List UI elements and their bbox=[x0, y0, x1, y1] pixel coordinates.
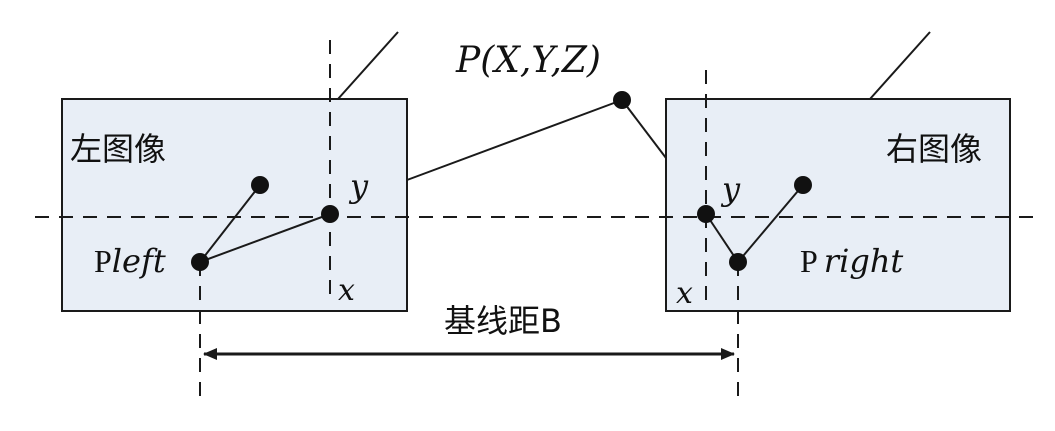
ray-from-point-p bbox=[621, 99, 667, 159]
left-diagonal-line bbox=[337, 31, 399, 100]
pright-point bbox=[729, 253, 747, 271]
left-line-to-pleft-b bbox=[199, 213, 331, 263]
right-line-to-pright-a bbox=[705, 213, 739, 263]
pleft-label: Pleft bbox=[94, 242, 166, 280]
right-image-label: 右图像 bbox=[886, 130, 982, 168]
right-image-plane bbox=[665, 98, 1011, 312]
right-y-axis-label: y bbox=[720, 170, 741, 208]
left-axis-origin bbox=[321, 205, 339, 223]
left-line-to-pleft-a bbox=[199, 184, 261, 263]
point-p bbox=[613, 91, 631, 109]
right-line-to-pright-b bbox=[737, 184, 804, 263]
point-p-label: P(X,Y,Z) bbox=[455, 40, 601, 81]
pleft-point bbox=[191, 253, 209, 271]
ray-to-point-p bbox=[406, 99, 623, 181]
left-image-label: 左图像 bbox=[70, 130, 166, 168]
right-x-axis-label: x bbox=[676, 276, 693, 311]
baseline-label: 基线距B bbox=[444, 302, 562, 340]
right-point-a bbox=[794, 176, 812, 194]
right-diagonal-line bbox=[869, 31, 931, 100]
left-x-axis-label: x bbox=[338, 273, 355, 308]
left-image-plane bbox=[61, 98, 408, 312]
right-axis-origin bbox=[697, 205, 715, 223]
left-point-a bbox=[251, 176, 269, 194]
left-y-axis-label: y bbox=[348, 167, 369, 205]
